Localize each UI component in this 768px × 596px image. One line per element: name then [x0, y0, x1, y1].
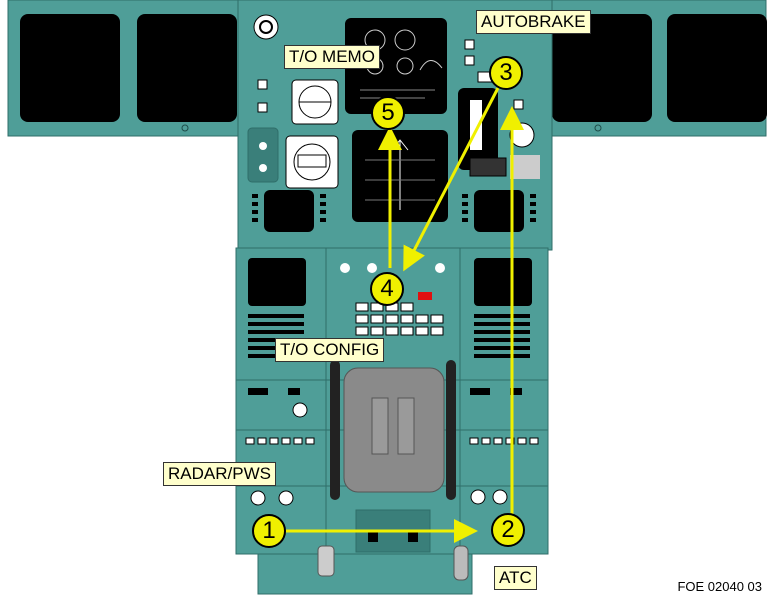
capt-mcdu-display — [264, 190, 314, 232]
capt-mcdu-screen — [248, 258, 306, 306]
fo-mcdu-display — [474, 190, 524, 232]
to-config-label: T/O CONFIG — [275, 338, 384, 362]
radar-pws-label: RADAR/PWS — [163, 462, 276, 486]
step-5-marker: 5 — [371, 96, 405, 130]
thrust-lever-quadrant — [330, 360, 456, 500]
autobrake-label: AUTOBRAKE — [476, 10, 591, 34]
step-2-marker: 2 — [491, 513, 525, 547]
step-3-marker: 3 — [489, 56, 523, 90]
capt-nd-display — [137, 14, 237, 122]
capt-pfd-display — [20, 14, 120, 122]
clock-icon — [254, 15, 278, 39]
atc-label: ATC — [494, 566, 537, 590]
fo-pfd-display — [667, 14, 767, 122]
to-memo-label: T/O MEMO — [284, 45, 380, 69]
step-4-marker: 4 — [370, 272, 404, 306]
figure-reference: FOE 02040 03 — [677, 579, 762, 594]
step-1-marker: 1 — [252, 514, 286, 548]
fo-mcdu-screen — [474, 258, 532, 306]
